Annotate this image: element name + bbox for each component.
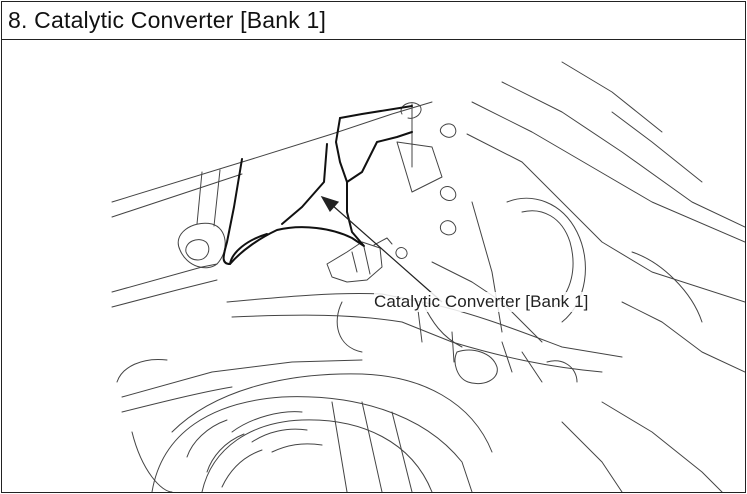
frame-rail-lower	[111, 263, 218, 293]
title-bar: 8. Catalytic Converter [Bank 1]	[2, 2, 745, 40]
catalytic-converter-label: Catalytic Converter [Bank 1]	[374, 292, 589, 312]
frame-rail-lower-2	[111, 279, 218, 308]
frame-rail-upper	[111, 101, 433, 203]
o2-sensor	[326, 241, 383, 283]
callout-leader-arrow	[320, 195, 443, 303]
exhaust-pipe-top	[171, 373, 493, 453]
converter-shield	[222, 117, 365, 265]
mount-left	[177, 222, 226, 269]
engine-line-drawing	[111, 61, 745, 492]
frame-rail-upper-2	[111, 173, 243, 218]
page-title: 8. Catalytic Converter [Bank 1]	[8, 7, 327, 33]
